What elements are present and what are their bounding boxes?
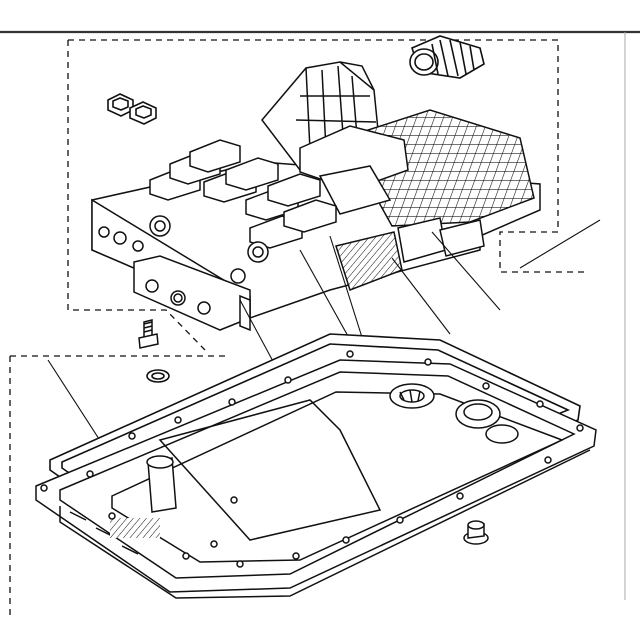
seal-clip: [107, 93, 157, 125]
dashed-boundary-oil-pan: [9, 355, 230, 618]
o-ring-seal: [146, 369, 170, 383]
oil-pan-with-filter: [35, 350, 597, 599]
drain-plug: [463, 520, 489, 545]
valve-body-mechatronic-unit: [91, 61, 541, 332]
connector-sleeve: [409, 35, 485, 79]
dashed-boundary-valve-body: [67, 39, 588, 351]
mounting-bolt: [138, 319, 159, 349]
